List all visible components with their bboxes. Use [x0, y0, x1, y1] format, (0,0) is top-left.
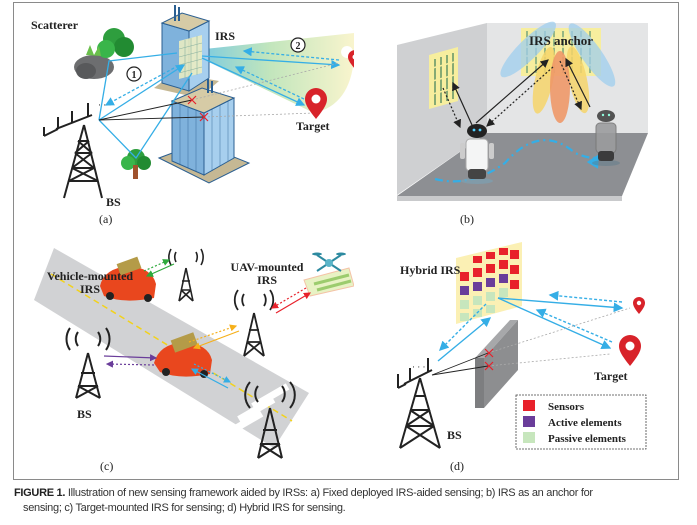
base-station-tower-icon	[244, 381, 296, 459]
link-arrows	[103, 259, 312, 389]
uav-irs-label-line1: UAV-mounted	[231, 260, 304, 274]
irs-label: IRS	[215, 29, 235, 43]
tree-icon	[121, 149, 151, 179]
scatterer-label: Scatterer	[31, 18, 79, 32]
vehicle-car-icon	[154, 332, 212, 378]
target-label: Target	[296, 119, 330, 133]
bs-label: BS	[77, 407, 92, 421]
legend-swatch-sensors	[523, 400, 535, 411]
caption-label: FIGURE 1.	[14, 487, 66, 499]
uav-irs-label-line2: IRS	[257, 273, 277, 287]
legend-swatch-passive-elements	[523, 432, 535, 443]
step-2-marker: 2	[290, 37, 306, 53]
panel-c-sublabel: (c)	[100, 459, 113, 473]
irs-element-grid	[460, 248, 519, 321]
blocking-wall	[475, 320, 518, 408]
panel-b: IRS anchor (b)	[397, 21, 648, 226]
svg-text:· · ·: · · ·	[98, 100, 112, 110]
figure-caption: FIGURE 1. Illustration of new sensing fr…	[14, 486, 689, 516]
step-1-marker: 1	[126, 66, 142, 82]
irs-building-icon	[154, 5, 219, 98]
base-station-tower-icon	[65, 327, 111, 399]
caption-text-line1: Illustration of new sensing framework ai…	[65, 487, 593, 499]
target-pin-icon	[633, 297, 645, 314]
anchor-signal-arrows	[442, 57, 591, 129]
step-2-label: 2	[296, 41, 301, 52]
target-pin-icon	[619, 335, 641, 366]
base-station-tower-icon	[397, 358, 441, 449]
legend-label-passive-elements: Passive elements	[548, 433, 627, 445]
panel-a-sublabel: (a)	[99, 212, 112, 226]
bs-label: BS	[106, 195, 121, 209]
vehicle-irs-label-line1: Vehicle-mounted	[47, 269, 134, 283]
wall-irs-panel	[428, 47, 459, 109]
caption-text-line2: sensing; c) Target-mounted IRS for sensi…	[23, 502, 346, 514]
blocked-path-icon	[484, 348, 494, 371]
target-pin-icon	[341, 46, 354, 68]
left-wall	[397, 23, 487, 195]
legend-swatch-active-elements	[523, 416, 535, 427]
bs-label: BS	[447, 428, 462, 442]
panel-c: Vehicle-mounted IRS UAV-mounted IRS BS (…	[34, 248, 354, 473]
panel-b-sublabel: (b)	[460, 212, 474, 226]
svg-text:· · ·: · · ·	[412, 362, 426, 372]
hybrid-irs-label: Hybrid IRS	[400, 263, 461, 277]
base-station-tower-icon	[233, 289, 275, 357]
robot-icon	[460, 124, 494, 184]
building-icon	[157, 79, 251, 184]
panel-d: · · · Hybrid IRS Target BS (d) Sensors	[397, 242, 647, 473]
legend-label-sensors: Sensors	[548, 401, 585, 413]
legend-item-active-elements: Active elements	[523, 416, 622, 429]
panel-d-sublabel: (d)	[450, 459, 464, 473]
beam-lobes	[500, 21, 616, 123]
base-station-tower-icon	[43, 103, 103, 199]
scatterer-icon	[74, 28, 134, 79]
legend: Sensors Active elements Passive elements	[515, 394, 647, 450]
irs-anchor-label: IRS anchor	[529, 33, 593, 48]
target-label: Target	[594, 369, 628, 383]
signal-rays	[437, 290, 624, 362]
uav-drone-icon	[303, 252, 354, 297]
legend-item-sensors: Sensors	[523, 400, 585, 413]
target-pin-icon	[305, 88, 327, 119]
panel-a: · · · 1 2 Scatterer IRS Target BS	[31, 5, 354, 226]
base-station-tower-icon	[168, 248, 204, 302]
robot-icon	[592, 110, 620, 166]
step-1-label: 1	[132, 70, 137, 81]
legend-label-active-elements: Active elements	[548, 417, 622, 429]
robot-trajectory	[434, 139, 600, 183]
hybrid-irs-panel	[456, 242, 522, 324]
vehicle-car-icon	[100, 256, 156, 302]
crosswalk	[225, 383, 290, 437]
blocked-path-icon	[187, 95, 209, 122]
legend-item-passive-elements: Passive elements	[523, 432, 627, 445]
signal-rays	[98, 47, 341, 160]
vehicle-irs-label-line2: IRS	[80, 282, 100, 296]
